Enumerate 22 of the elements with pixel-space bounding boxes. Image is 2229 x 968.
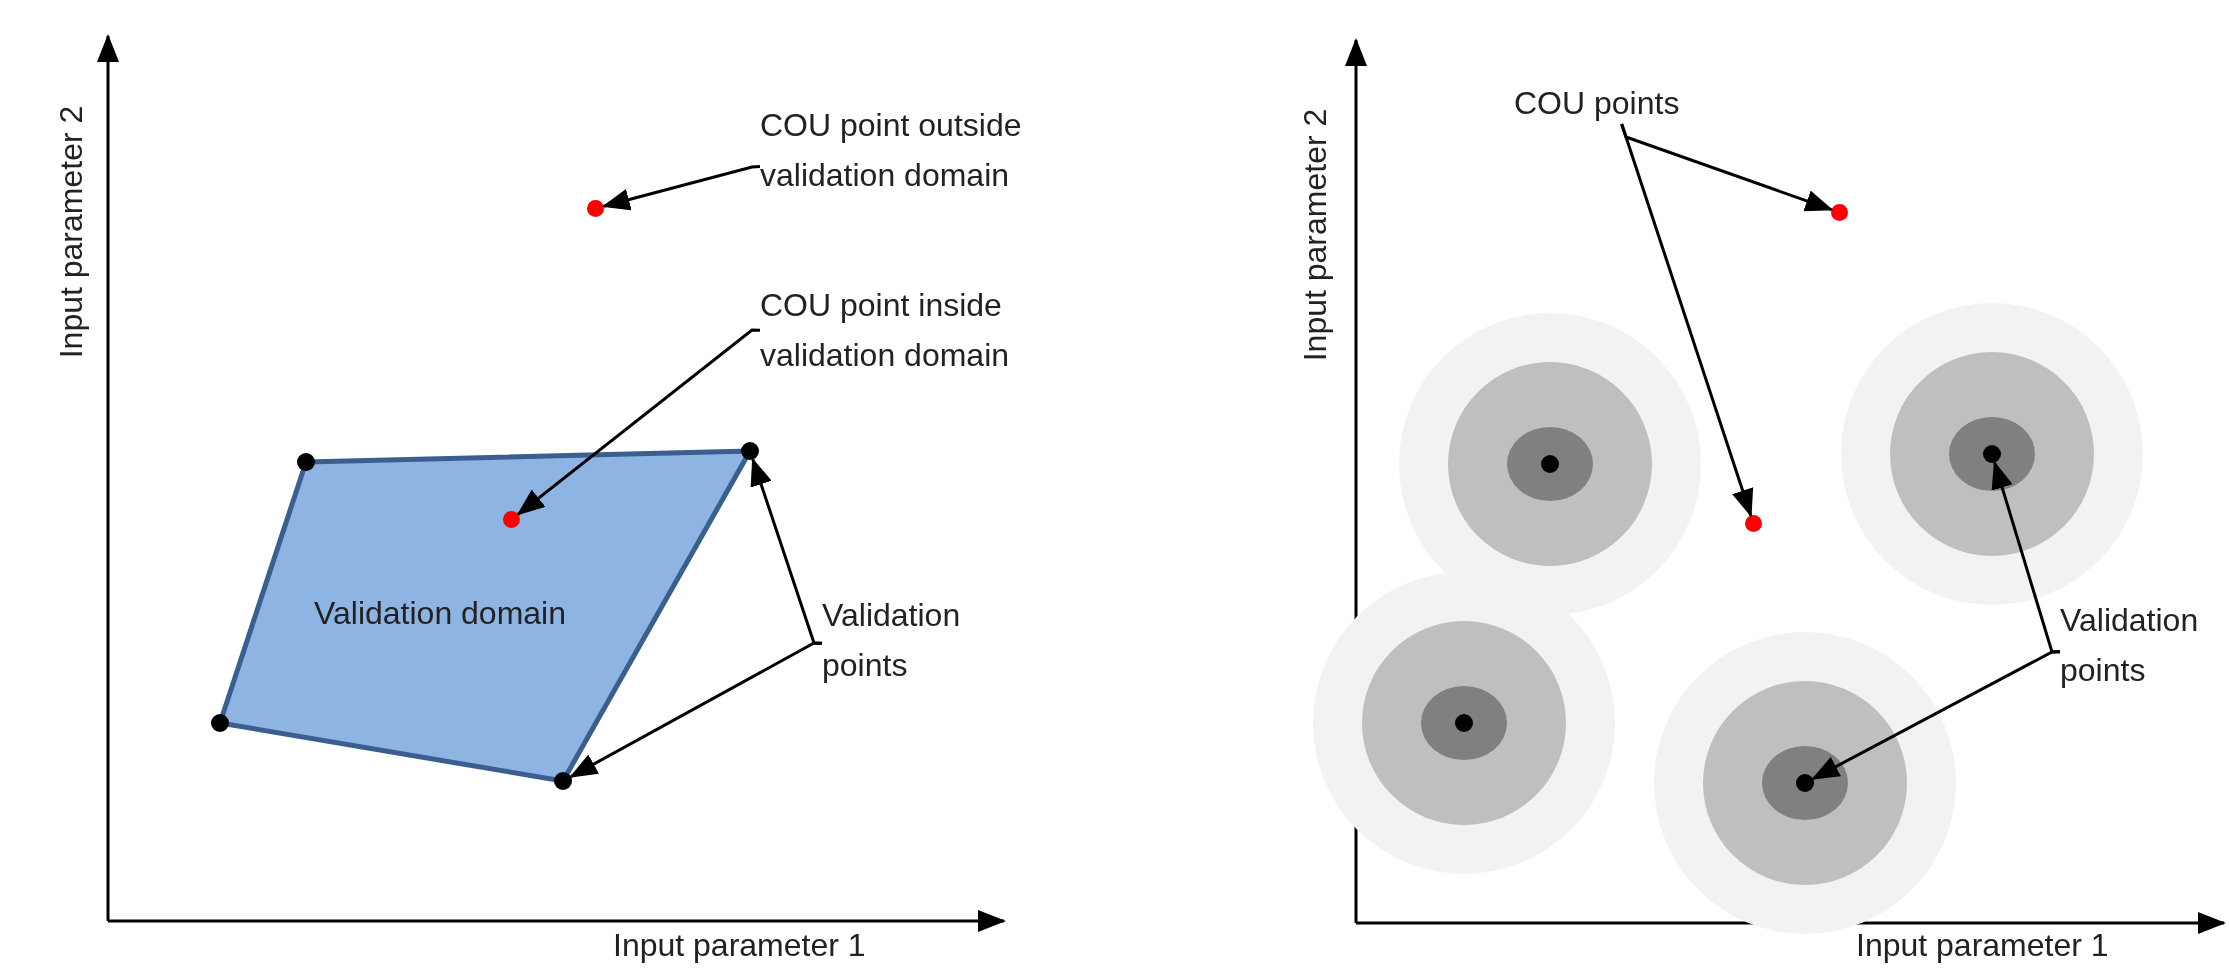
leader-arrow <box>1811 650 2061 781</box>
callout-text: Validation points <box>2060 595 2228 705</box>
validation-point <box>297 453 315 471</box>
cou-point <box>1745 515 1762 532</box>
leader-arrow <box>516 328 761 516</box>
callout-text: COU point outside validation domain <box>760 100 1100 210</box>
leader-arrow <box>1620 123 1754 518</box>
leader-arrow <box>569 641 823 778</box>
axis-label: Input parameter 2 <box>1296 108 1334 362</box>
region-label: Validation domain <box>314 594 566 633</box>
callout-text: Validation points <box>822 590 1022 700</box>
leader-arrow <box>601 164 761 211</box>
axis-label: Input parameter 1 <box>1856 926 2109 965</box>
cou-point <box>1831 204 1848 221</box>
callout-text: COU point inside validation domain <box>760 280 1100 390</box>
cou-point <box>587 200 604 217</box>
axis-label: Input parameter 2 <box>52 105 90 359</box>
validation-point <box>211 714 229 732</box>
axis-label: Input parameter 1 <box>613 926 866 965</box>
callout-text: COU points <box>1514 78 1714 124</box>
validation-point <box>554 772 572 790</box>
validation-point <box>741 442 759 460</box>
